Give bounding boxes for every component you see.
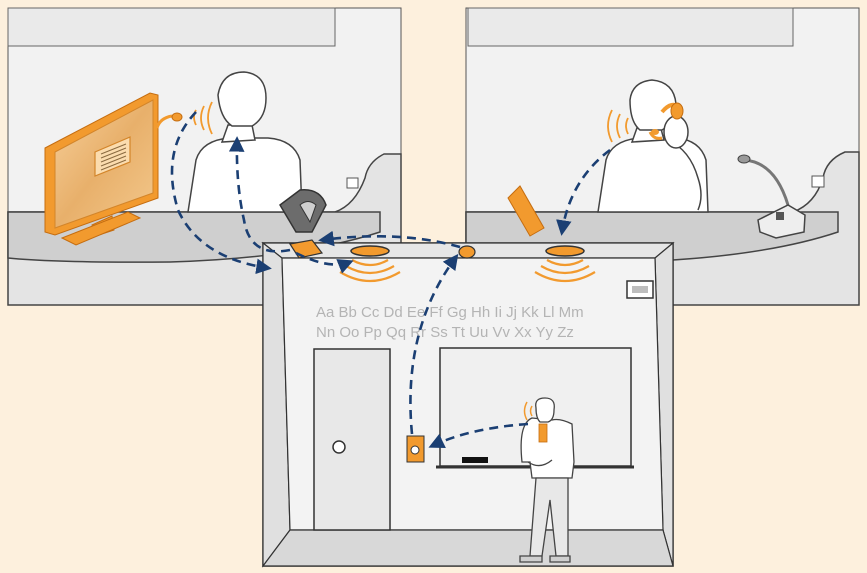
arrow-teacher-to-receiver — [428, 422, 529, 449]
person-icon — [187, 71, 303, 213]
board-alphabet-line-2: Nn Oo Pp Qq Rr Ss Tt Uu Vv Xx Yy Zz — [316, 324, 574, 341]
desk-microphone-icon — [737, 154, 806, 239]
lanyard-microphone-icon — [538, 423, 548, 443]
headset-icon — [648, 102, 684, 140]
microphone-icon — [155, 112, 183, 129]
sound-waves-icon — [607, 109, 629, 143]
monitor-icon — [44, 92, 159, 246]
person-icon — [597, 79, 709, 213]
ceiling-speaker-icon — [534, 245, 596, 282]
door-icon — [313, 348, 391, 531]
arrow-ceiling-to-desk — [318, 230, 461, 249]
tablet-icon — [507, 185, 545, 237]
left-room-panel — [7, 7, 402, 306]
ceiling-sensor-icon — [458, 245, 476, 259]
wall-switch-icon — [811, 175, 825, 188]
signal-arrows — [170, 111, 611, 449]
wall-switch-icon — [346, 177, 359, 189]
arrow-headset-to-speaker — [556, 148, 611, 236]
sound-waves-icon — [193, 101, 213, 135]
arrow-desk-to-person — [228, 136, 291, 253]
arrow-desk-to-speaker — [295, 251, 354, 274]
teacher-person-icon — [519, 397, 575, 563]
wall-panel-icon — [626, 280, 654, 299]
arrow-receiver-to-ceiling — [409, 253, 459, 435]
board-alphabet-line-1: Aa Bb Cc Dd Ee Ff Gg Hh Ii Jj Kk Ll Mm — [316, 304, 584, 321]
hub-icon — [279, 189, 327, 233]
sound-waves-icon — [523, 401, 533, 421]
classroom-panel: Aa Bb Cc Dd Ee Ff Gg Hh Ii Jj Kk Ll Mm N… — [261, 241, 675, 568]
wall-receiver-icon — [406, 435, 425, 463]
arrow-monitor-to-desk — [170, 111, 272, 275]
